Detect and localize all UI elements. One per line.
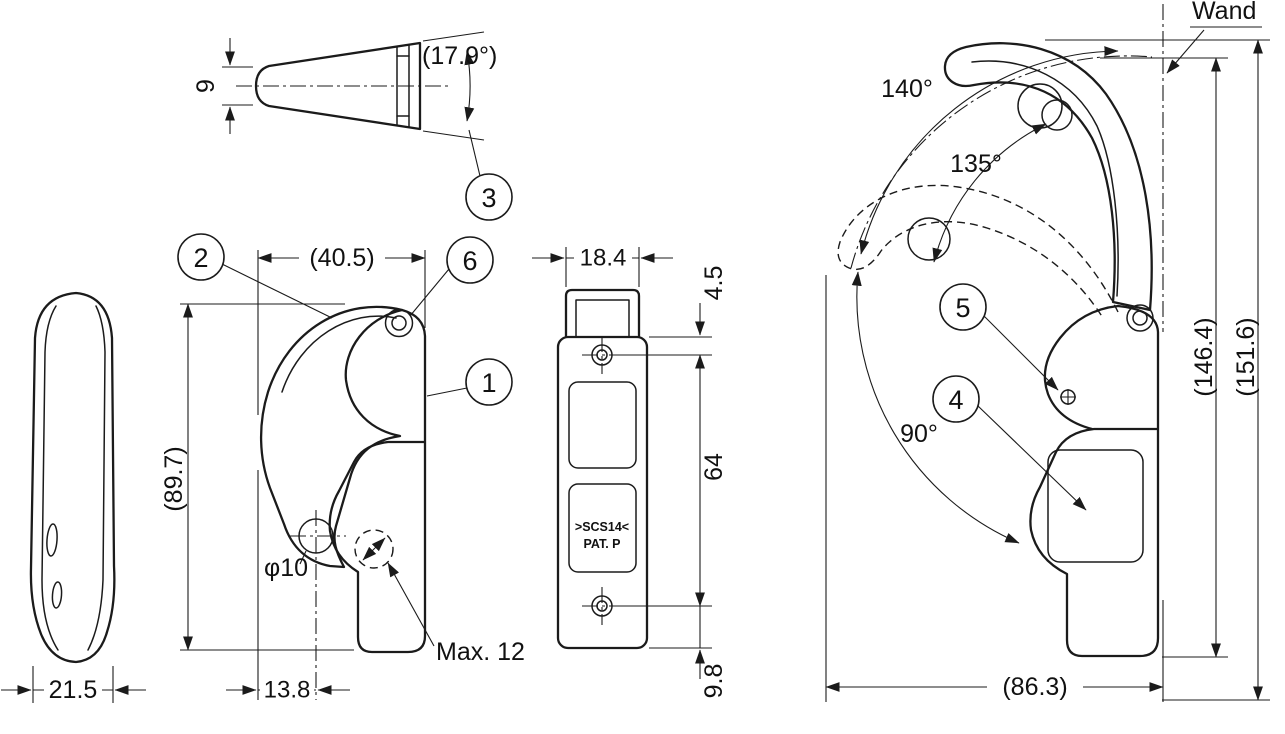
dim-hole-pitch: 64: [700, 453, 728, 481]
rod-diameter-arrows: [362, 537, 386, 561]
callout-2-circle: [177, 233, 225, 281]
body-outline: [1029, 304, 1160, 658]
handle-outline: [259, 305, 404, 569]
angle-arc-135: [932, 123, 1047, 263]
pivot-outer: [1126, 304, 1154, 332]
dimension-text-bg: [260, 678, 314, 702]
callout-leader: [468, 129, 481, 177]
handle-phantom-hole: [907, 217, 951, 261]
profile-slot: [46, 523, 58, 557]
dim-mid-angle: 135°: [950, 150, 1002, 178]
plate-recess-top: [568, 381, 637, 469]
dim-height: (89.7): [160, 446, 188, 511]
dim-swing-height: (146.4): [1190, 317, 1218, 396]
hole-leader: [299, 550, 307, 565]
callout-5-number: 5: [955, 293, 970, 323]
patent-marking: PAT. P: [583, 537, 620, 551]
profile-slot: [51, 581, 63, 609]
dimension-text-bg: [299, 245, 385, 271]
operation-view: Wand 140° 135° 90° 5 4: [825, 0, 1270, 702]
handle-flange-line: [281, 315, 397, 393]
rod-max-leader: [387, 562, 435, 647]
angle-arc: [464, 50, 475, 122]
dim-taper-angle: (17.9°): [422, 42, 497, 70]
body-upper-edge: [1043, 304, 1120, 431]
callout-3-number: 3: [481, 183, 496, 213]
callout-leader: [221, 263, 333, 319]
callout-6-number: 6: [462, 246, 477, 276]
pivot-inner: [1132, 310, 1148, 326]
angle-arc-140: [859, 46, 1119, 255]
dim-plate-width: 18.4: [580, 245, 627, 272]
callout-6-circle: [446, 236, 494, 284]
callout-2-number: 2: [193, 243, 208, 273]
side-profile-view: 21.5: [1, 291, 146, 704]
dim-depth: 21.5: [49, 676, 98, 704]
callout-leader: [409, 268, 450, 317]
dimension-text-bg: [574, 246, 632, 271]
hook-tip-outline: [564, 288, 641, 339]
dim-low-angle: 90°: [900, 420, 938, 448]
dim-hook-offset: 13.8: [264, 677, 311, 704]
dimension-text-bg: [987, 674, 1083, 700]
dim-bottom-gap: 9.8: [700, 664, 728, 699]
profile-inner-line: [87, 305, 106, 651]
callout-1-circle: [465, 358, 513, 406]
plate-recess-bottom: [568, 483, 637, 573]
dim-swing-width: (86.3): [1002, 673, 1067, 701]
dim-open-angle: 140°: [881, 75, 933, 103]
hook-tip-inner: [575, 299, 630, 338]
dim-rod-max: Max. 12: [436, 638, 525, 666]
callout-leader: [426, 387, 468, 397]
pivot-inner: [391, 315, 407, 331]
dim-total-height: (151.6): [1232, 317, 1260, 396]
dimension-text-bg: [44, 677, 102, 703]
material-marking: >SCS14<: [575, 520, 629, 534]
callout-4-number: 4: [948, 385, 963, 415]
spring-screw-cross: [1060, 389, 1076, 405]
dim-top-gap: 4.5: [700, 266, 728, 301]
dim-thickness: 9: [192, 79, 220, 93]
profile-outline: [29, 291, 116, 664]
handle-top-outline: [254, 41, 422, 131]
dim-hole-diameter: φ10: [264, 554, 308, 582]
extension-line: [422, 130, 485, 141]
main-view: (40.5) (89.7) 13.8 φ10 Max. 12 2 6 1: [160, 233, 525, 704]
handle-grip-hole-inner: [1041, 99, 1073, 131]
callout-1-number: 1: [481, 368, 496, 398]
body-recess: [1047, 449, 1144, 563]
handle-open-flange-line: [971, 60, 1119, 297]
top-view: 9 (17.9°) 3: [192, 31, 513, 221]
body-outline: [328, 308, 427, 654]
pivot-outer: [384, 308, 414, 338]
callout-leader: [977, 405, 1087, 511]
dim-width: (40.5): [309, 244, 374, 272]
angle-arc-90: [851, 271, 1020, 544]
plate-view: >SCS14< PAT. P 18.4 4.5 64 9.8: [532, 245, 728, 699]
rod-max-circle: [354, 529, 394, 569]
profile-inner-line: [41, 305, 59, 651]
wall-leader: [1166, 29, 1205, 74]
callout-leader: [983, 315, 1059, 391]
callout-3-circle: [465, 173, 513, 221]
callout-5-circle: [939, 283, 987, 331]
extension-line: [422, 31, 485, 42]
callout-4-circle: [932, 375, 980, 423]
wall-label: Wand: [1192, 0, 1256, 25]
